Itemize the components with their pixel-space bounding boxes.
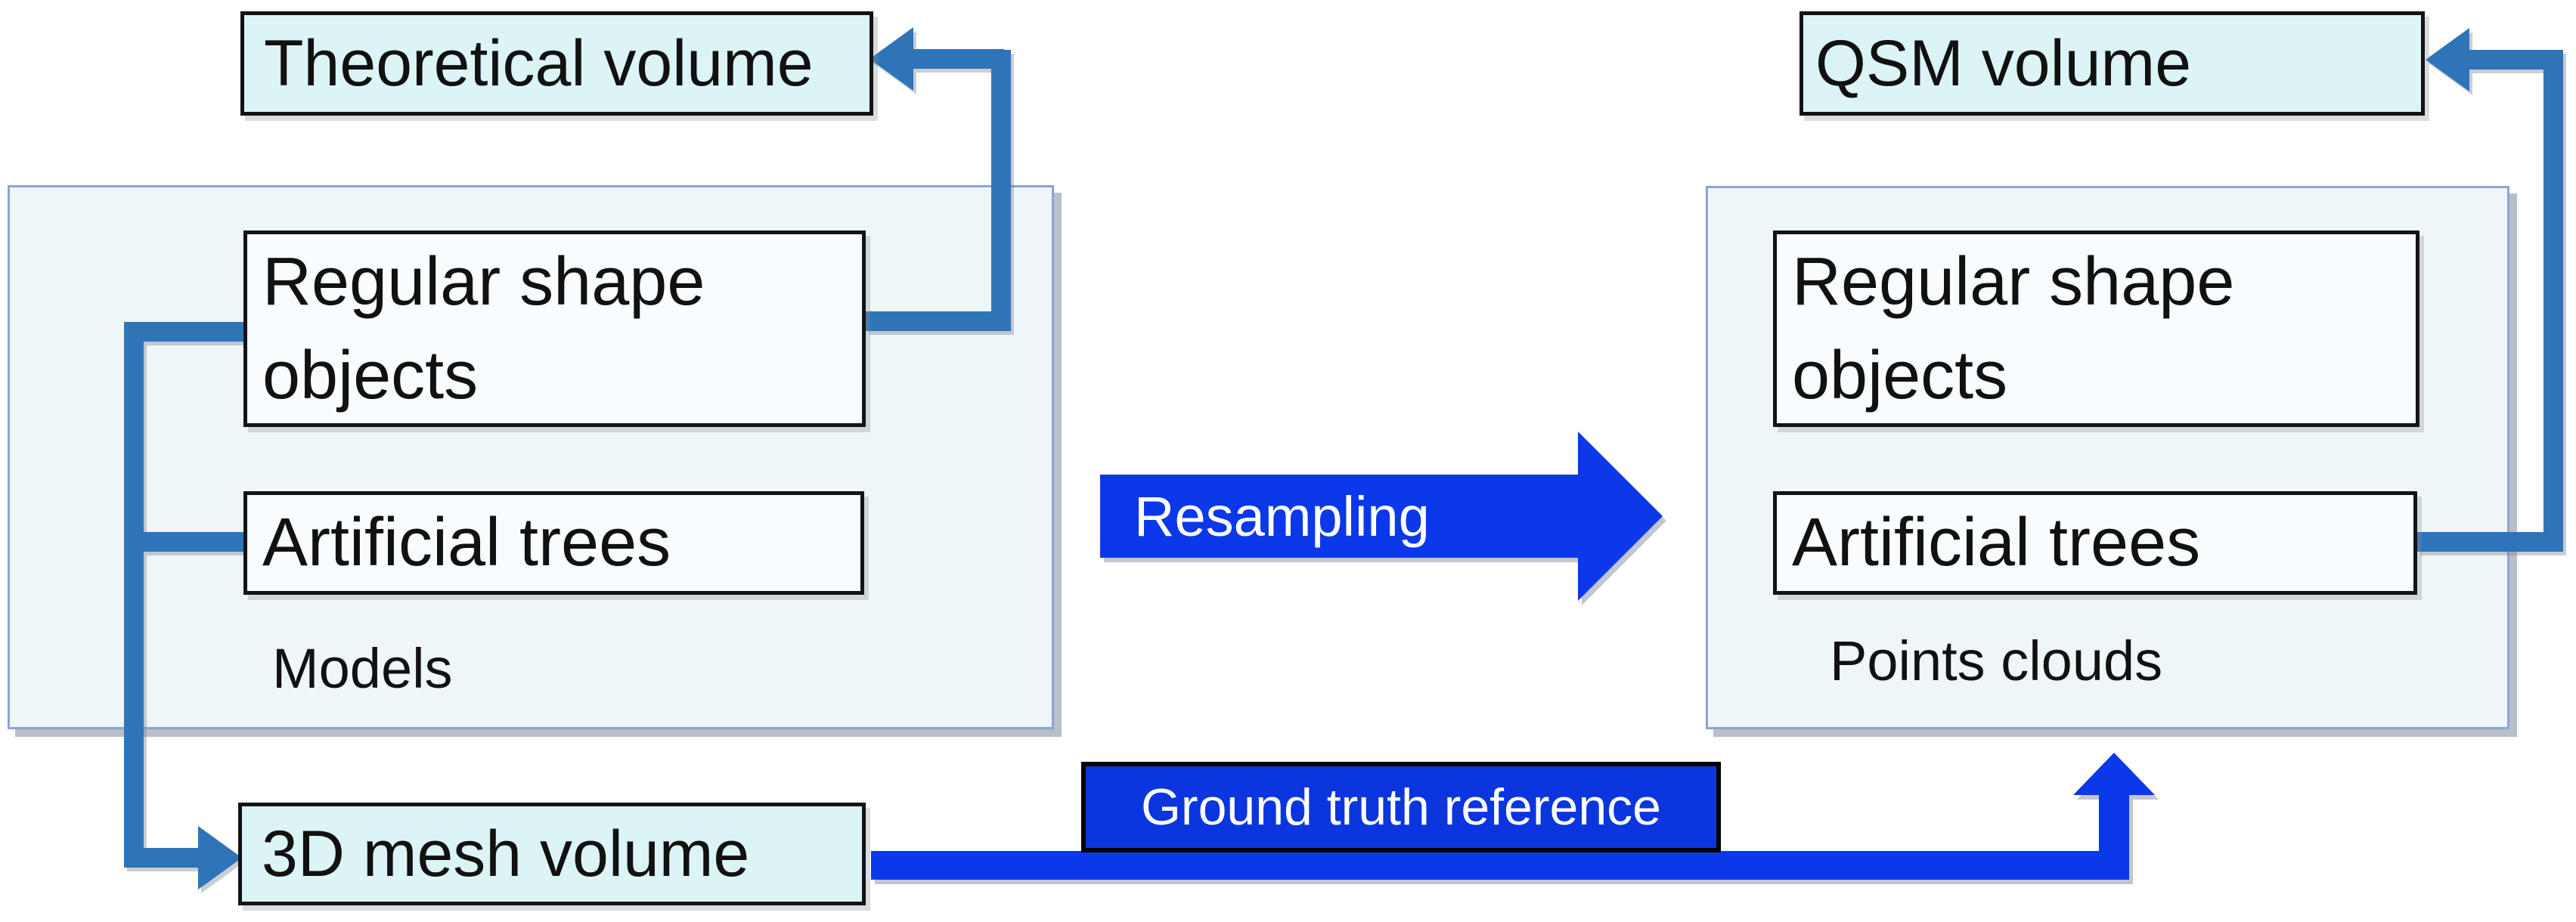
- arrowhead-right-icon: [1578, 432, 1663, 601]
- theoretical-volume-box: Theoretical volume: [240, 11, 873, 116]
- connector-segment: [912, 49, 1004, 69]
- connector-segment: [124, 532, 243, 552]
- arrowhead-left-icon: [2426, 28, 2469, 91]
- connector-segment: [2543, 50, 2563, 552]
- artificial-trees-box-right: Artificial trees: [1773, 491, 2417, 595]
- mesh-volume-box: 3D mesh volume: [238, 803, 866, 905]
- connector-segment: [866, 311, 1011, 331]
- resampling-label: Resampling: [1134, 484, 1430, 548]
- connector-segment: [124, 322, 144, 868]
- arrowhead-right-icon: [198, 826, 242, 890]
- ground-truth-arrow-bar: [871, 851, 2129, 880]
- models-caption: Models: [272, 637, 453, 700]
- connector-segment: [2417, 532, 2563, 552]
- qsm-volume-box: QSM volume: [1799, 11, 2425, 116]
- ground-truth-reference-label: Ground truth reference: [1081, 762, 1721, 852]
- regular-shape-objects-box-right: Regular shape objects: [1773, 230, 2419, 427]
- artificial-trees-box-left: Artificial trees: [243, 491, 864, 595]
- connector-segment: [991, 50, 1011, 331]
- ground-truth-arrow-riser: [2099, 792, 2129, 880]
- arrowhead-up-icon: [2073, 753, 2155, 795]
- resampling-arrow-body: [1100, 475, 1578, 558]
- connector-segment: [2468, 50, 2563, 70]
- connector-segment: [124, 848, 201, 868]
- arrowhead-left-icon: [870, 27, 913, 91]
- connector-segment: [124, 322, 243, 342]
- points-clouds-caption: Points clouds: [1830, 630, 2163, 692]
- regular-shape-objects-box-left: Regular shape objects: [243, 230, 866, 427]
